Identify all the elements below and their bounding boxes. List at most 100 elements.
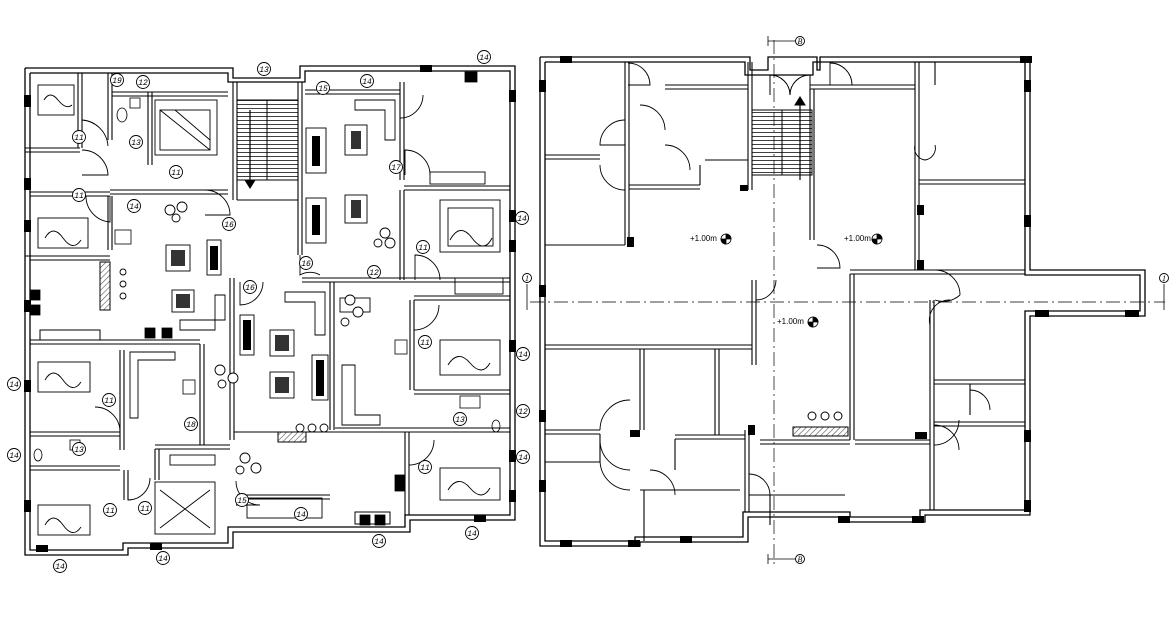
room-tag-bubble [7, 377, 21, 391]
level-label: +1.00m [777, 317, 804, 326]
grid-bubble-label: 1 [525, 274, 529, 283]
room-tag-label: 14 [518, 454, 528, 463]
right-level-labels: +1.00m +1.00m +1.00m [690, 234, 871, 326]
right-staircase [751, 74, 813, 180]
room-tag-bubble [169, 165, 183, 179]
room-tag-label: 13 [74, 446, 84, 455]
left-doors [81, 94, 441, 506]
room-tag-bubble [129, 135, 143, 149]
left-chairs [119, 201, 396, 475]
room-tag-bubble [235, 493, 249, 507]
room-tag-label: 16 [224, 221, 234, 230]
right-floor-plan [526, 36, 1165, 565]
room-tag-bubble [418, 335, 432, 349]
room-tag-bubble [516, 404, 530, 418]
room-tag-bubble [127, 199, 141, 213]
room-tag-label: 14 [362, 78, 372, 87]
room-tag-bubble [299, 256, 313, 270]
room-tag-label: 14 [296, 511, 306, 520]
level-label: +1.00m [690, 234, 717, 243]
room-tag-bubble [372, 534, 386, 548]
room-tag-bubble [477, 50, 491, 64]
room-tag-label: 11 [74, 192, 84, 201]
grid-bubbles [522, 36, 1169, 564]
room-tag-bubble [294, 507, 308, 521]
room-tag-label: 14 [374, 538, 384, 547]
room-tag-bubble [72, 130, 86, 144]
left-rugs [171, 131, 361, 396]
room-tag-bubble [418, 460, 432, 474]
grid-bubble-label: 1 [1162, 274, 1166, 283]
room-tag-label: 15 [318, 85, 328, 94]
room-tag-label: 17 [391, 164, 401, 173]
grid-bubble-leaders [526, 36, 1165, 564]
grid-bubble [795, 36, 805, 46]
room-tag-bubble [316, 81, 330, 95]
level-label: +1.00m [844, 234, 871, 243]
room-tag-bubble [184, 417, 198, 431]
right-hatched-counter [792, 411, 849, 437]
left-staircase [236, 99, 299, 189]
room-tag-label: 13 [259, 66, 269, 75]
room-tag-label: 12 [138, 79, 148, 88]
room-tag-label: 11 [104, 397, 114, 406]
room-tag-label: 11 [420, 464, 430, 473]
room-tag-bubble [389, 160, 403, 174]
room-tag-label: 13 [455, 416, 465, 425]
room-tag-bubble [156, 551, 170, 565]
room-tag-label: 14 [479, 54, 489, 63]
room-tag-label: 11 [105, 507, 115, 516]
right-outer-walls [539, 56, 1146, 547]
grid-bubble [522, 273, 532, 283]
right-doors [599, 62, 991, 496]
right-level-symbols [720, 233, 883, 328]
room-tag-bubble [453, 412, 467, 426]
left-hatched-counters [39, 261, 391, 525]
room-tag-label: 11 [74, 134, 84, 143]
room-tag-label: 15 [237, 497, 247, 506]
room-tag-label: 14 [518, 351, 528, 360]
room-tag-bubble [367, 265, 381, 279]
room-tag-bubble [103, 503, 117, 517]
room-tag-label: 14 [55, 563, 65, 572]
room-tag-label: 16 [301, 260, 311, 269]
room-tag-bubble [222, 217, 236, 231]
room-tag-label: 14 [9, 381, 19, 390]
room-tag-label: 11 [140, 505, 150, 514]
room-tag-bubble [515, 211, 529, 225]
room-tag-bubble [102, 393, 116, 407]
left-interior-walls [25, 73, 510, 515]
room-tag-bubble [72, 188, 86, 202]
room-tag-label: 12 [518, 408, 528, 417]
room-tag-label: 18 [186, 421, 196, 430]
room-tag-bubble [7, 448, 21, 462]
room-tag-label: 14 [467, 530, 477, 539]
room-tag-label: 16 [245, 284, 255, 293]
left-beds [37, 84, 501, 536]
room-tag-bubble [416, 240, 430, 254]
grid-bubble-label: B [798, 37, 803, 46]
grid-bubble [795, 554, 805, 564]
room-tag-bubble [360, 74, 374, 88]
left-floor-plan [24, 65, 516, 556]
room-tag-label: 11 [420, 339, 430, 348]
room-tag-bubble [516, 347, 530, 361]
room-tag-label: 14 [158, 555, 168, 564]
room-tag-label: 13 [131, 139, 141, 148]
grid-bubble-label: B [798, 555, 803, 564]
room-tag-bubble [243, 280, 257, 294]
left-window-marks [24, 65, 516, 552]
room-tag-label: 14 [517, 215, 527, 224]
room-tag-label: 14 [129, 203, 139, 212]
room-tag-bubble [72, 442, 86, 456]
room-tag-label: 14 [9, 452, 19, 461]
grid-bubble-labels: B B 1 1 [525, 37, 1166, 564]
grid-bubble [1159, 273, 1169, 283]
room-tag-bubble [465, 526, 479, 540]
room-tag-label: 11 [171, 169, 181, 178]
room-tag-label: 11 [418, 244, 428, 253]
left-bathroom-fixtures [29, 71, 501, 526]
room-tag-bubble [53, 559, 67, 573]
